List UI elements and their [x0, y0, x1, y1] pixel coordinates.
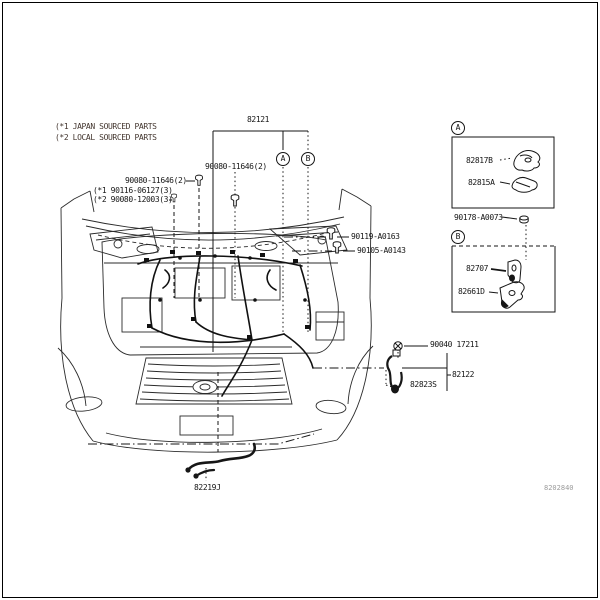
bolt-icon [195, 174, 203, 186]
leader-lines [88, 130, 527, 481]
part-label-82707[interactable]: 82707 [466, 264, 489, 273]
note-local-sourced: (*2 LOCAL SOURCED PARTS [55, 133, 157, 142]
part-label-82122[interactable]: 82122 [452, 370, 475, 379]
drawing-code: 8202840 [544, 484, 574, 492]
part-label-90105-A0143[interactable]: 90105-A0143 [357, 246, 406, 255]
callout-a-panel[interactable]: A [451, 121, 465, 135]
part-label-82219J[interactable]: 82219J [194, 483, 221, 492]
callout-b-main[interactable]: B [301, 152, 315, 166]
bolt-icon [326, 227, 336, 240]
bolt-icon [230, 194, 240, 207]
callout-a-main[interactable]: A [276, 152, 290, 166]
part-label-bolt-note1[interactable]: (*1 90116-06127(3) [93, 186, 173, 195]
part-thumbnails [185, 136, 556, 479]
nut-icon [519, 215, 529, 224]
part-label-bolt-note2[interactable]: (*2 90080-12003(3) [93, 195, 173, 204]
part-label-90178-A0073[interactable]: 90178-A0073 [454, 213, 503, 222]
callout-b-panel[interactable]: B [451, 230, 465, 244]
part-label-82815A[interactable]: 82815A [468, 178, 495, 187]
car-body-drawing [57, 188, 374, 453]
ground-bolt-icon [393, 341, 403, 351]
note-japan-sourced: (*1 JAPAN SOURCED PARTS [55, 122, 157, 131]
part-label-82817B[interactable]: 82817B [466, 156, 493, 165]
part-label-bolt-center[interactable]: 90080-11646(2) [205, 162, 267, 171]
part-label-90119-A0163[interactable]: 90119-A0163 [351, 232, 400, 241]
part-label-bolt-left[interactable]: 90080-11646(2) [125, 176, 187, 185]
wiring-harness-drawing [137, 250, 314, 397]
part-label-82121[interactable]: 82121 [247, 115, 270, 124]
part-label-82661D[interactable]: 82661D [458, 287, 485, 296]
part-label-82823S[interactable]: 82823S [410, 380, 437, 389]
part-label-90040-17211[interactable]: 90040 17211 [430, 340, 479, 349]
